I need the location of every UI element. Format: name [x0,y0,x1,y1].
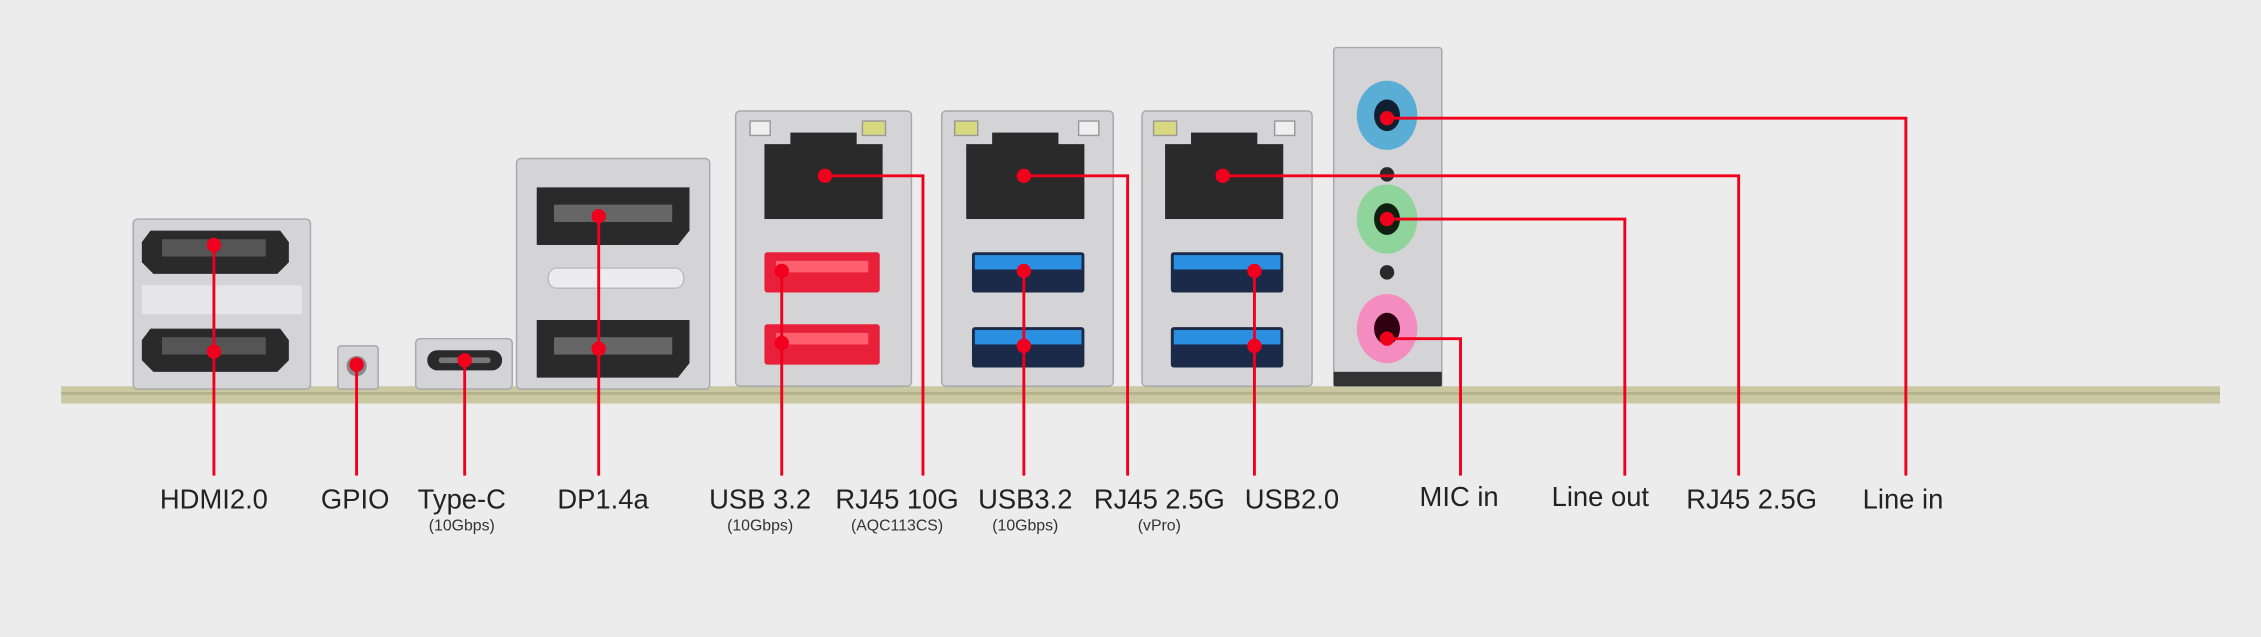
label-line-in: Line in [1863,484,1944,515]
label-type-c: Type-C [418,484,506,515]
label-gpio: GPIO [321,484,389,515]
label-rj45-2.5g-vpro: RJ45 2.5G [1094,484,1225,515]
label-hdmi: HDMI2.0 [160,484,268,515]
label-usb20: USB2.0 [1245,484,1339,515]
label-rj45-10g: RJ45 10G [835,484,958,515]
label-usb32-blue: USB3.2 [978,484,1072,515]
label-line-out: Line out [1552,481,1650,512]
label-dp: DP1.4a [557,484,649,515]
label-mic-in: MIC in [1420,481,1499,512]
port-labels: HDMI2.0 GPIO Type-C (10Gbps) DP1.4a USB … [160,481,1943,535]
rj45-10g-usb32-red-block [734,110,913,387]
label-rj45-2.5g: RJ45 2.5G [1686,484,1817,515]
displayport-ports [515,157,711,390]
sublabel-rj45-10g: (AQC113CS) [851,517,943,534]
hdmi-ports [132,218,312,390]
callout-lines [206,110,1908,476]
sublabel-usb32-red: (10Gbps) [727,517,793,534]
rj45-2.5g-usb20-block [1141,110,1313,387]
sublabel-usb32-blue: (10Gbps) [992,517,1058,534]
sublabel-type-c: (10Gbps) [429,517,495,534]
sublabel-rj45-2.5g-vpro: (vPro) [1138,517,1181,534]
label-usb32-red: USB 3.2 [709,484,811,515]
